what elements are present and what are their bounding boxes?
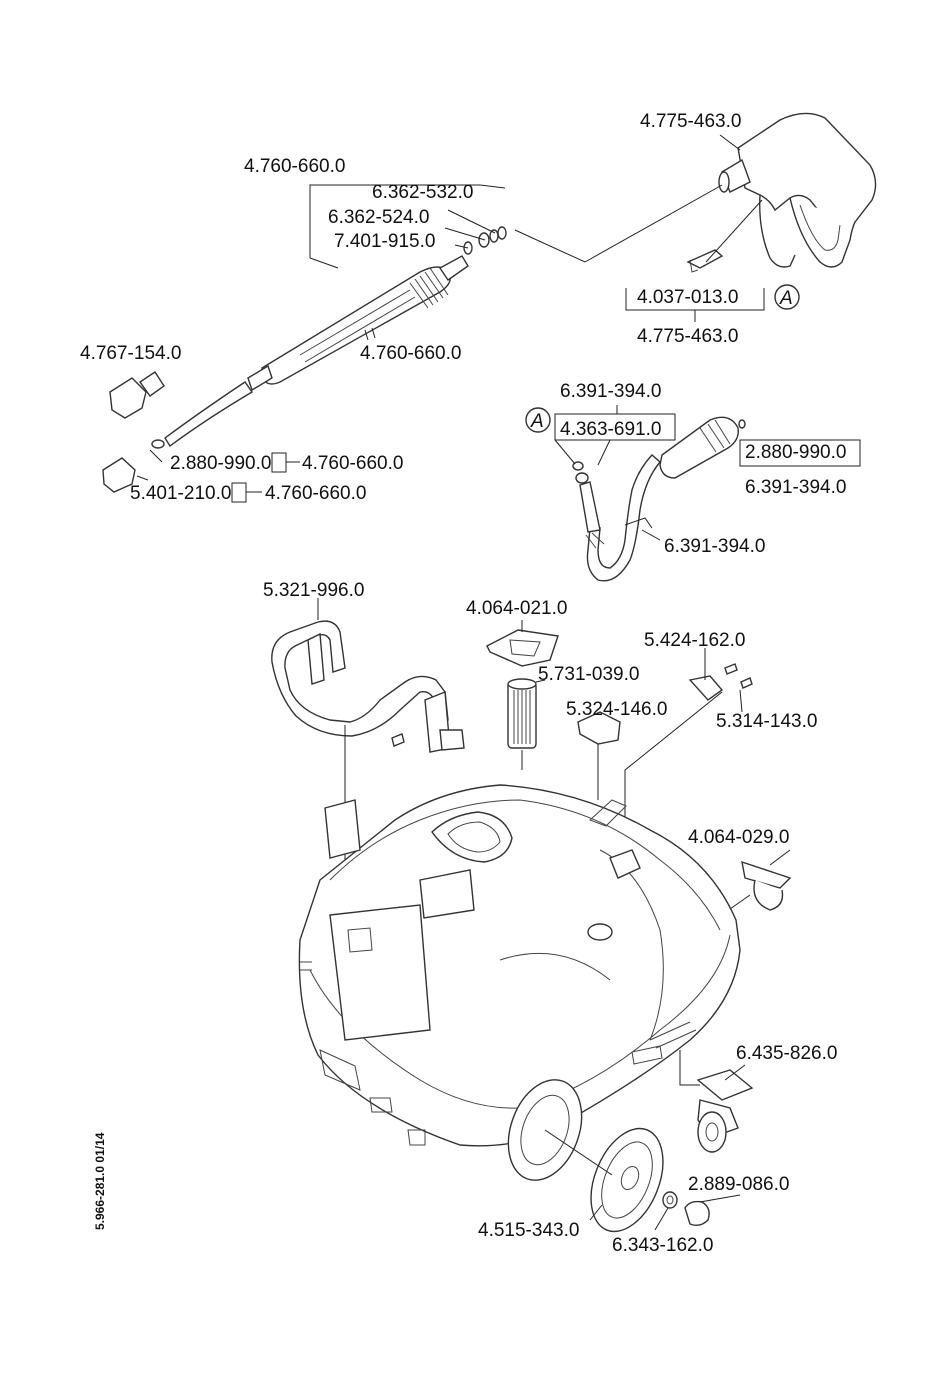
- label-oring-532: 6.362-532.0: [372, 182, 473, 203]
- label-filter: 5.731-039.0: [538, 664, 639, 685]
- push-handle: [271, 620, 465, 753]
- label-castor: 6.435-826.0: [736, 1043, 837, 1064]
- label-gun-clip: 4.037-013.0: [637, 287, 738, 308]
- label-pin: 5.314-143.0: [716, 711, 817, 732]
- label-seal-990-suffix: 4.760-660.0: [302, 453, 403, 474]
- filter-cover: [486, 629, 559, 667]
- marker-a-hose: A: [525, 407, 551, 433]
- nozzle: [109, 371, 165, 419]
- label-handle: 5.321-996.0: [263, 580, 364, 601]
- leader-gun-hose: [514, 184, 723, 263]
- clamp: [688, 663, 753, 701]
- label-nozzle: 4.767-154.0: [80, 343, 181, 364]
- label-hose-seal: 2.880-990.0: [745, 442, 846, 463]
- label-filter-cover: 4.064-021.0: [466, 598, 567, 619]
- marker-a-gun-label: A: [779, 288, 793, 309]
- hose-bracket: [554, 413, 676, 441]
- marker-a-gun: A: [774, 284, 800, 310]
- lance-bracket: [309, 184, 506, 269]
- label-nut-210: 5.401-210.0: [130, 483, 231, 504]
- label-wheel: 4.515-343.0: [478, 1220, 579, 1241]
- lance: [151, 255, 469, 449]
- wheel: [590, 1127, 664, 1233]
- label-lance-ref: 4.760-660.0: [360, 343, 461, 364]
- label-ring-915: 7.401-915.0: [334, 231, 435, 252]
- marker-a-hose-label: A: [530, 411, 544, 432]
- leader-gun-clip: [705, 199, 763, 263]
- cap: [684, 1200, 710, 1227]
- label-hose-394: 6.391-394.0: [560, 381, 661, 402]
- nut: [102, 457, 136, 493]
- lance-orings: [463, 226, 507, 255]
- label-gun-ref: 4.775-463.0: [637, 326, 738, 347]
- label-lance: 4.760-660.0: [244, 156, 345, 177]
- machine-body: [298, 784, 741, 1147]
- castor: [696, 1069, 754, 1153]
- label-seal-990: 2.880-990.0: [170, 453, 271, 474]
- label-hose-394-b: 6.391-394.0: [745, 477, 846, 498]
- spray-gun: [686, 112, 877, 273]
- hose: [572, 416, 746, 582]
- label-hose-691: 4.363-691.0: [560, 419, 661, 440]
- leader-gun: [719, 134, 741, 151]
- label-gun: 4.775-463.0: [640, 111, 741, 132]
- holder: [741, 860, 792, 911]
- document-number: 5.966-281.0 01/14: [93, 1132, 107, 1230]
- label-nut-210-suffix: 4.760-660.0: [265, 483, 366, 504]
- label-cover-146: 5.324-146.0: [566, 699, 667, 720]
- label-oring-524: 6.362-524.0: [328, 207, 429, 228]
- washer: [662, 1191, 678, 1209]
- label-washer: 6.343-162.0: [612, 1235, 713, 1256]
- label-holder: 4.064-029.0: [688, 827, 789, 848]
- filter: [507, 678, 537, 749]
- cover-part: [577, 711, 621, 745]
- label-clamp: 5.424-162.0: [644, 630, 745, 651]
- label-cap: 2.889-086.0: [688, 1174, 789, 1195]
- label-hose-394-c: 6.391-394.0: [664, 536, 765, 557]
